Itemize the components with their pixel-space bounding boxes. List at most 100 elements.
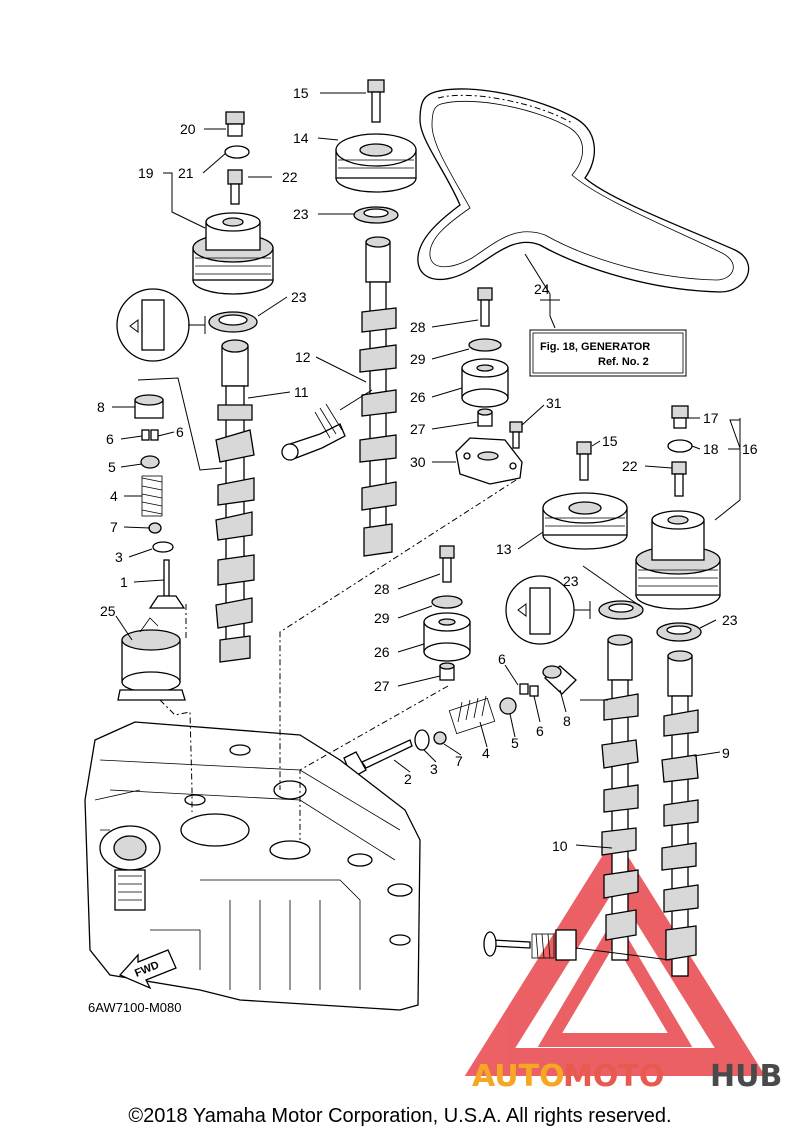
part-30-bracket [455,437,523,485]
reference-box: Fig. 18, GENERATOR Ref. No. 2 [529,329,687,377]
part-17-plug [671,405,689,429]
part-22-bolt [227,169,243,205]
part-27-collar-lower [439,662,455,681]
part-5-retainer-right [499,697,517,715]
watermark-text: AUTO MOTO HUB [472,1059,782,1094]
part-15-bolt-right [576,441,592,481]
label-15-top: 15 [293,85,309,101]
label-29-upper: 29 [410,351,426,367]
part-12-camshaft [359,236,397,557]
part-27-collar-upper [477,408,493,427]
reference-box-line1: Fig. 18, GENERATOR [540,341,650,353]
part-16-cam-sprocket-right [635,510,721,610]
part-25-tensioner [117,617,186,701]
part-26-idler-lower [423,612,471,662]
part-7-seal [148,522,162,534]
timing-belt [417,88,750,293]
part-28-bolt-upper [477,287,493,327]
label-15-right: 15 [602,433,618,449]
part-4-spring-right [448,695,496,735]
part-8-tappet-right [542,665,577,695]
part-1-valve [148,559,186,609]
label-24: 24 [534,281,550,297]
label-27-lower: 27 [374,678,390,694]
part-26-idler-upper [461,358,509,408]
label-23-right-a: 23 [563,573,579,589]
label-30: 30 [410,454,426,470]
label-26-lower: 26 [374,644,390,660]
label-31: 31 [546,395,562,411]
part-23-oil-seal-right-b [656,622,702,642]
diagram-code: 6AW7100-M080 [88,1000,181,1015]
label-14: 14 [293,130,309,146]
part-8-tappet [134,394,164,419]
label-12: 12 [295,349,311,365]
label-9: 9 [722,745,730,761]
part-3-seat-right [414,729,430,751]
part-3-seat [152,541,174,553]
bottom-valve-assembly [483,929,577,961]
label-28-lower: 28 [374,581,390,597]
part-9-camshaft [661,650,699,977]
part-15-bolt [367,79,385,123]
label-7-left: 7 [110,519,118,535]
part-6-cotter [141,429,159,441]
part-19-cam-sprocket [192,212,274,295]
watermark-moto: MOTO [563,1059,664,1094]
label-8-left: 8 [97,399,105,415]
label-6-right-b: 6 [536,723,544,739]
part-20-plug [225,111,245,137]
label-7-right: 7 [455,753,463,769]
watermark-hub: HUB [710,1059,782,1094]
part-labels: 15 14 23 20 19 21 22 23 8 11 12 6 6 5 4 … [97,85,758,854]
label-23-right-b: 23 [722,612,738,628]
rotation-detail-icon-right [505,575,591,645]
engine-block [84,721,421,1011]
label-6-left-b: 6 [176,424,184,440]
label-1: 1 [120,574,128,590]
label-22-right: 22 [622,458,638,474]
part-14-cam-sprocket [335,133,417,193]
label-4-right: 4 [482,745,490,761]
part-6-cotter-right [519,683,539,697]
reference-box-line2: Ref. No. 2 [598,356,649,368]
label-29-lower: 29 [374,610,390,626]
part-28-bolt-lower [439,545,455,583]
part-23-oil-seal [208,311,258,333]
copyright-notice: ©2018 Yamaha Motor Corporation, U.S.A. A… [128,1105,671,1127]
part-12-small-valve [281,403,346,461]
label-18: 18 [703,441,719,457]
part-4-spring [141,475,163,517]
fwd-arrow-icon: FWD [118,949,177,990]
label-2: 2 [404,771,412,787]
part-22-bolt-right [671,461,687,497]
leader-lines [112,92,741,961]
label-20: 20 [180,121,196,137]
label-22-left: 22 [282,169,298,185]
part-21-washer [224,145,250,159]
part-29-washer-lower [431,595,463,609]
part-11-camshaft [215,339,255,663]
part-18-washer [667,439,693,453]
part-23-oil-seal-center [353,206,399,224]
label-17: 17 [703,410,719,426]
label-21: 21 [178,165,194,181]
label-28-upper: 28 [410,319,426,335]
watermark-auto: AUTO [472,1059,565,1094]
label-3-right: 3 [430,761,438,777]
label-5-left: 5 [108,459,116,475]
label-13: 13 [496,541,512,557]
label-26-upper: 26 [410,389,426,405]
label-6-left-a: 6 [106,431,114,447]
label-23-left: 23 [291,289,307,305]
label-27-upper: 27 [410,421,426,437]
part-31-bolt [509,421,523,449]
part-10-camshaft [601,634,639,961]
label-6-right-a: 6 [498,651,506,667]
rotation-detail-icon [116,288,206,362]
label-11: 11 [294,384,309,400]
part-13-cam-sprocket [542,492,628,550]
label-23-center: 23 [293,206,309,222]
label-10: 10 [552,838,568,854]
